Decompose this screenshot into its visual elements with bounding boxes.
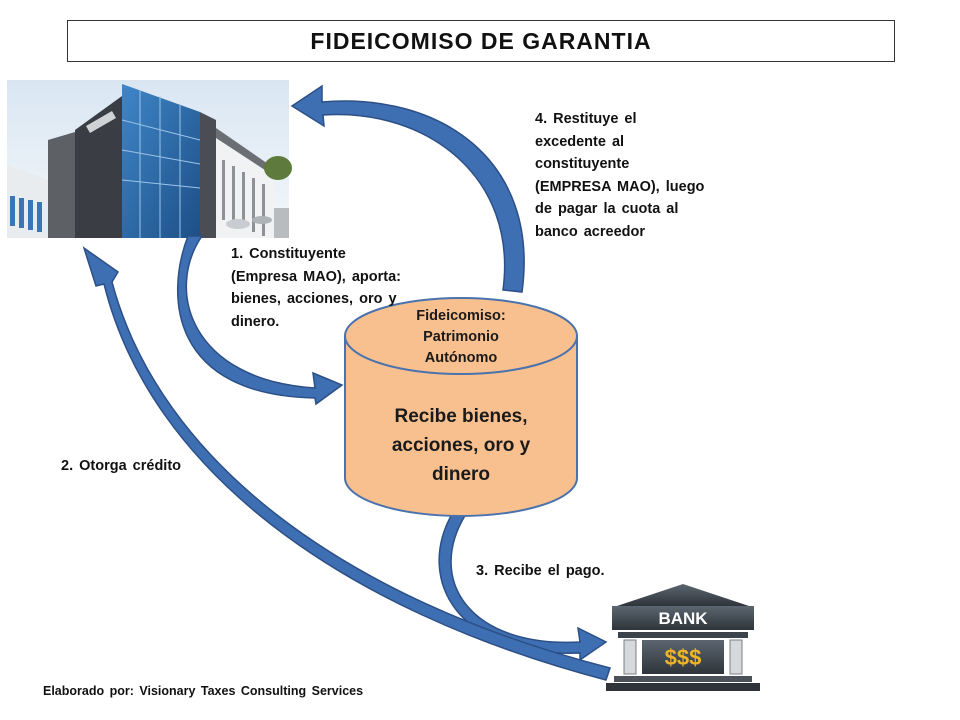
bank-money-text: $$$ [665, 645, 702, 670]
arrow-restituye [290, 84, 525, 293]
footer-credit: Elaborado por: Visionary Taxes Consultin… [43, 684, 364, 698]
fideicomiso-header: Fideicomiso: Patrimonio Autónomo [416, 308, 506, 366]
bank-icon: BANK $$$ [606, 584, 760, 691]
step-3-label: 3. Recibe el pago. [476, 563, 605, 579]
step-2-label: 2. Otorga crédito [61, 458, 182, 474]
arrow-aporte [176, 235, 344, 406]
fideicomiso-body: Recibe bienes, acciones, oro y dinero [391, 406, 531, 485]
step-1-label: 1. Constituyente (Empresa MAO), aporta: … [231, 246, 401, 330]
bank-sign-text: BANK [658, 609, 708, 628]
fideicomiso-cylinder [344, 297, 578, 517]
page-title: FIDEICOMISO DE GARANTIA [67, 20, 895, 62]
building-photo [7, 80, 292, 238]
arrow-credito [82, 246, 611, 681]
step-4-label: 4. Restituye el excedente al constituyen… [535, 111, 705, 240]
arrow-pago [438, 513, 608, 662]
